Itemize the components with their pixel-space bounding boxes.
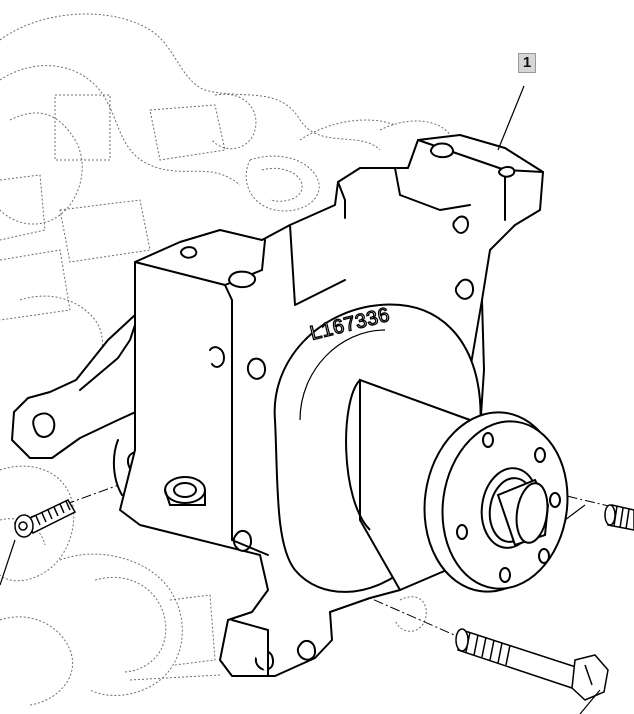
pulley-hub	[345, 378, 569, 593]
long-bolt	[455, 628, 609, 701]
engine-background-outline	[0, 13, 451, 706]
callout-1: 1	[518, 53, 536, 73]
callout-leaders	[0, 85, 601, 714]
housing-bushing	[164, 476, 206, 506]
cap-screw	[14, 499, 77, 538]
stud	[604, 504, 634, 531]
